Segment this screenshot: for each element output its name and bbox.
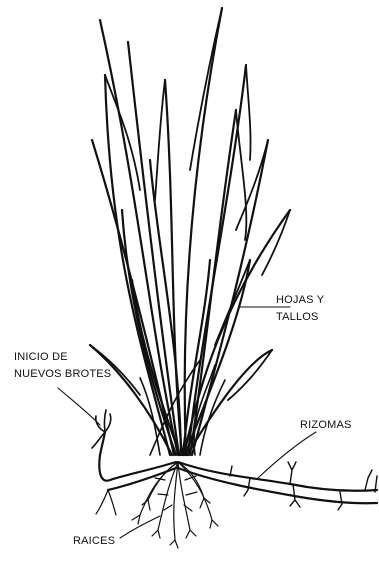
label-inicio-line1: INICIO DE: [14, 349, 111, 366]
leaf-tips: [90, 8, 290, 400]
leader-line-inicio: [58, 388, 100, 425]
label-inicio-de-nuevos-brotes: INICIO DE NUEVOS BROTES: [14, 349, 111, 383]
label-hojas-line1: HOJAS Y: [276, 292, 324, 309]
label-rizomas-text: RIZOMAS: [300, 417, 352, 434]
leaves-and-stems: [90, 8, 290, 455]
new-shoot-left: [92, 410, 111, 448]
label-raices: RAICES: [73, 533, 115, 550]
label-raices-text: RAICES: [73, 533, 115, 550]
label-rizomas: RIZOMAS: [300, 417, 352, 434]
label-hojas-line2: TALLOS: [276, 309, 324, 326]
rhizomes: [99, 432, 377, 503]
leader-line-rizomas: [258, 432, 316, 478]
root-mass: [132, 462, 218, 548]
label-hojas-y-tallos: HOJAS Y TALLOS: [276, 292, 324, 326]
label-inicio-line2: NUEVOS BROTES: [14, 366, 111, 383]
roots-left: [96, 490, 116, 515]
